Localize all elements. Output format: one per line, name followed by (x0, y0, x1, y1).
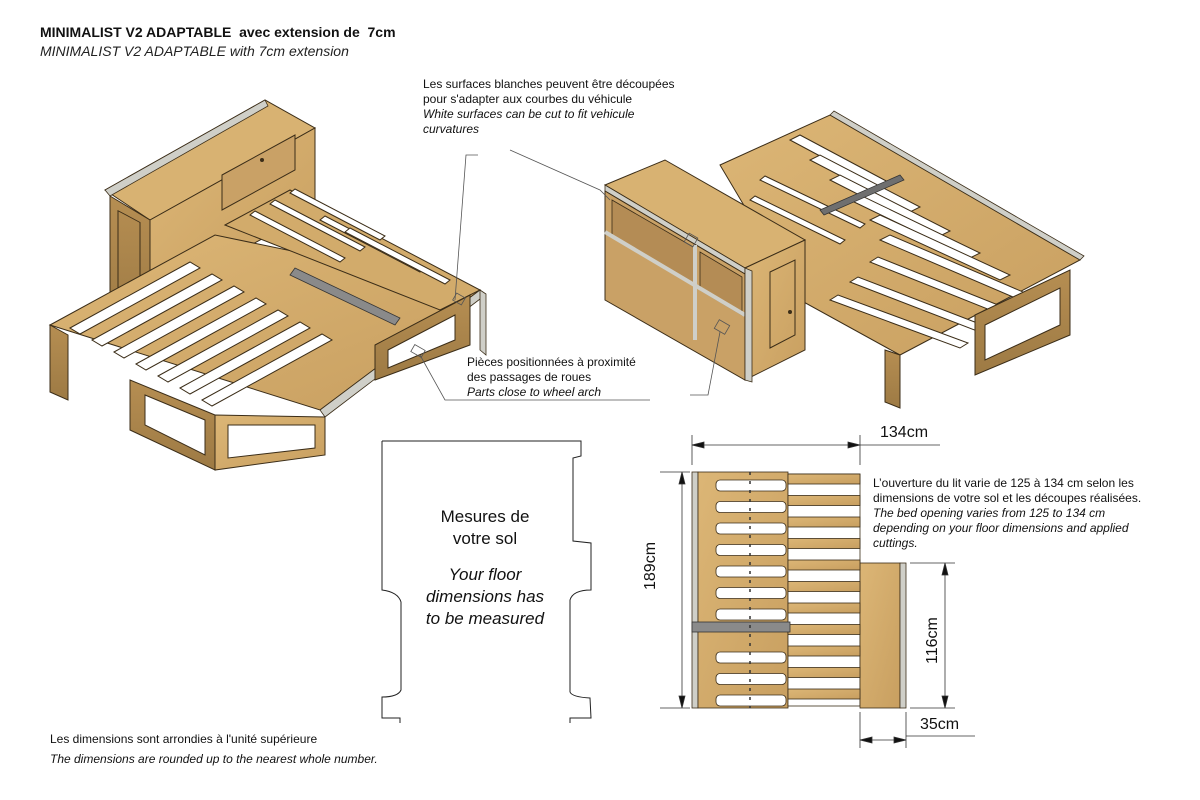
metal-bar-right (819, 174, 905, 216)
wheel-arch-fr-1: Pièces positionnées à proximité (467, 355, 636, 369)
top-view-slot (715, 544, 787, 556)
wheel-arch-callout: Pièces positionnées à proximité des pass… (467, 355, 636, 400)
white-surfaces-en-2: curvatures (423, 122, 480, 136)
top-view-slot (715, 608, 787, 621)
leg-front-right (884, 349, 901, 409)
dimension-length-label: 189cm (642, 541, 659, 590)
floor-en-2: dimensions has (425, 587, 545, 606)
top-view-slat (787, 559, 861, 571)
top-view-slat (787, 516, 861, 528)
dimension-lines (660, 435, 975, 748)
bed-opening-en-1: The bed opening varies from 125 to 134 c… (873, 506, 1106, 520)
top-view-slot (715, 694, 787, 707)
bed-opening-en-2: depending on your floor dimensions and a… (873, 521, 1129, 535)
floor-template-outline (381, 440, 592, 723)
bed-opening-fr-2: dimensions de votre sol et les découpes … (873, 491, 1142, 505)
floor-template-text: Mesures de votre sol Your floor dimensio… (400, 506, 570, 630)
cabinet-white-side (744, 267, 753, 383)
bed-opening-fr-1: L’ouverture du lit varie de 125 à 134 cm… (873, 476, 1134, 490)
wheel-arch-fr-2: des passages de roues (467, 370, 592, 384)
top-view-slat (787, 688, 861, 700)
top-view-slat (787, 495, 861, 506)
bed-white-edge-right (829, 110, 1085, 261)
top-view-slat (787, 624, 861, 635)
top-view-slot (715, 587, 787, 599)
leg-left (49, 324, 69, 401)
footer-en: The dimensions are rounded up to the nea… (50, 752, 378, 766)
top-view-slat (787, 538, 861, 549)
dimension-cabinet-depth-label: 35cm (920, 716, 960, 733)
white-surfaces-en-1: White surfaces can be cut to fit vehicul… (423, 107, 635, 121)
slat-openings (68, 188, 451, 407)
top-view-slat (787, 645, 861, 657)
top-view-bed (691, 471, 907, 709)
cabinet-door-right (769, 259, 796, 349)
title-french: MINIMALIST V2 ADAPTABLE avec extension d… (40, 24, 396, 40)
slat-openings-right (749, 134, 1032, 349)
top-view-slat (787, 667, 861, 678)
left-isometric-bed (48, 99, 487, 471)
top-view-slot (715, 501, 787, 513)
cabinet-panel (221, 134, 296, 211)
top-view-slat (787, 602, 861, 614)
top-view-slot (715, 522, 787, 535)
top-view-slot (715, 673, 787, 685)
white-surfaces-fr-1: Les surfaces blanches peuvent être décou… (423, 77, 675, 91)
floor-fr-1: Mesures de (440, 507, 530, 526)
metal-bar (289, 267, 401, 326)
white-surfaces-fr-2: pour s'adapter aux courbes du véhicule (423, 92, 633, 106)
top-view-slat (787, 581, 861, 592)
white-side-panel (479, 289, 487, 356)
bed-opening-en-3: cuttings. (873, 536, 918, 550)
cabinet-white-edge (104, 99, 269, 197)
dimension-width-label: 134cm (880, 424, 929, 441)
title-english: MINIMALIST V2 ADAPTABLE with 7cm extensi… (40, 43, 349, 59)
top-view-metal-bar (691, 621, 791, 633)
bed-opening-note: L’ouverture du lit varie de 125 à 134 cm… (873, 476, 1173, 551)
dimension-cabinet-length-label: 116cm (924, 617, 941, 664)
right-isometric-bed (603, 110, 1085, 409)
top-view-slot (715, 651, 787, 664)
white-surfaces-callout: Les surfaces blanches peuvent être décou… (423, 77, 675, 137)
floor-en-1: Your floor (448, 565, 522, 584)
floor-fr-2: votre sol (452, 529, 518, 548)
wheel-arch-en-1: Parts close to wheel arch (467, 385, 602, 399)
floor-en-3: to be measured (425, 609, 545, 628)
footer-fr: Les dimensions sont arrondies à l'unité … (50, 732, 318, 746)
top-view-slat (787, 473, 861, 485)
top-view-slot (715, 479, 787, 492)
top-view-slot (715, 565, 787, 578)
callout-leaders (410, 149, 731, 401)
